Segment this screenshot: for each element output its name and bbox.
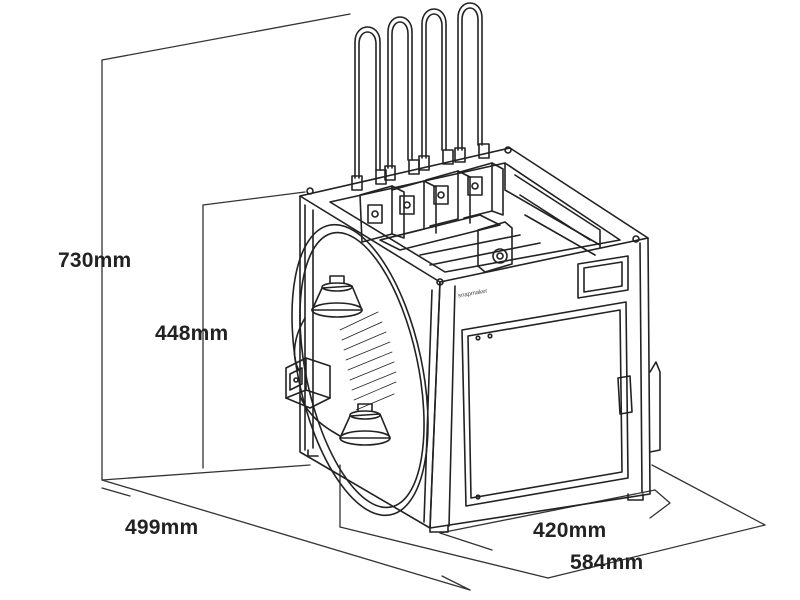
body-height-label: 448mm [155, 322, 229, 345]
side-filament-panel [291, 223, 429, 517]
touchscreen [577, 255, 629, 299]
front-door [461, 301, 661, 507]
dimension-guides [101, 13, 766, 591]
side-control-box [285, 357, 331, 409]
total-width-label: 584mm [570, 551, 644, 574]
toolhead-array [351, 2, 513, 273]
depth-label: 499mm [125, 516, 199, 539]
body-width-label: 420mm [533, 519, 607, 542]
total-height-label: 730mm [58, 249, 132, 272]
cabinet-body [299, 146, 651, 533]
